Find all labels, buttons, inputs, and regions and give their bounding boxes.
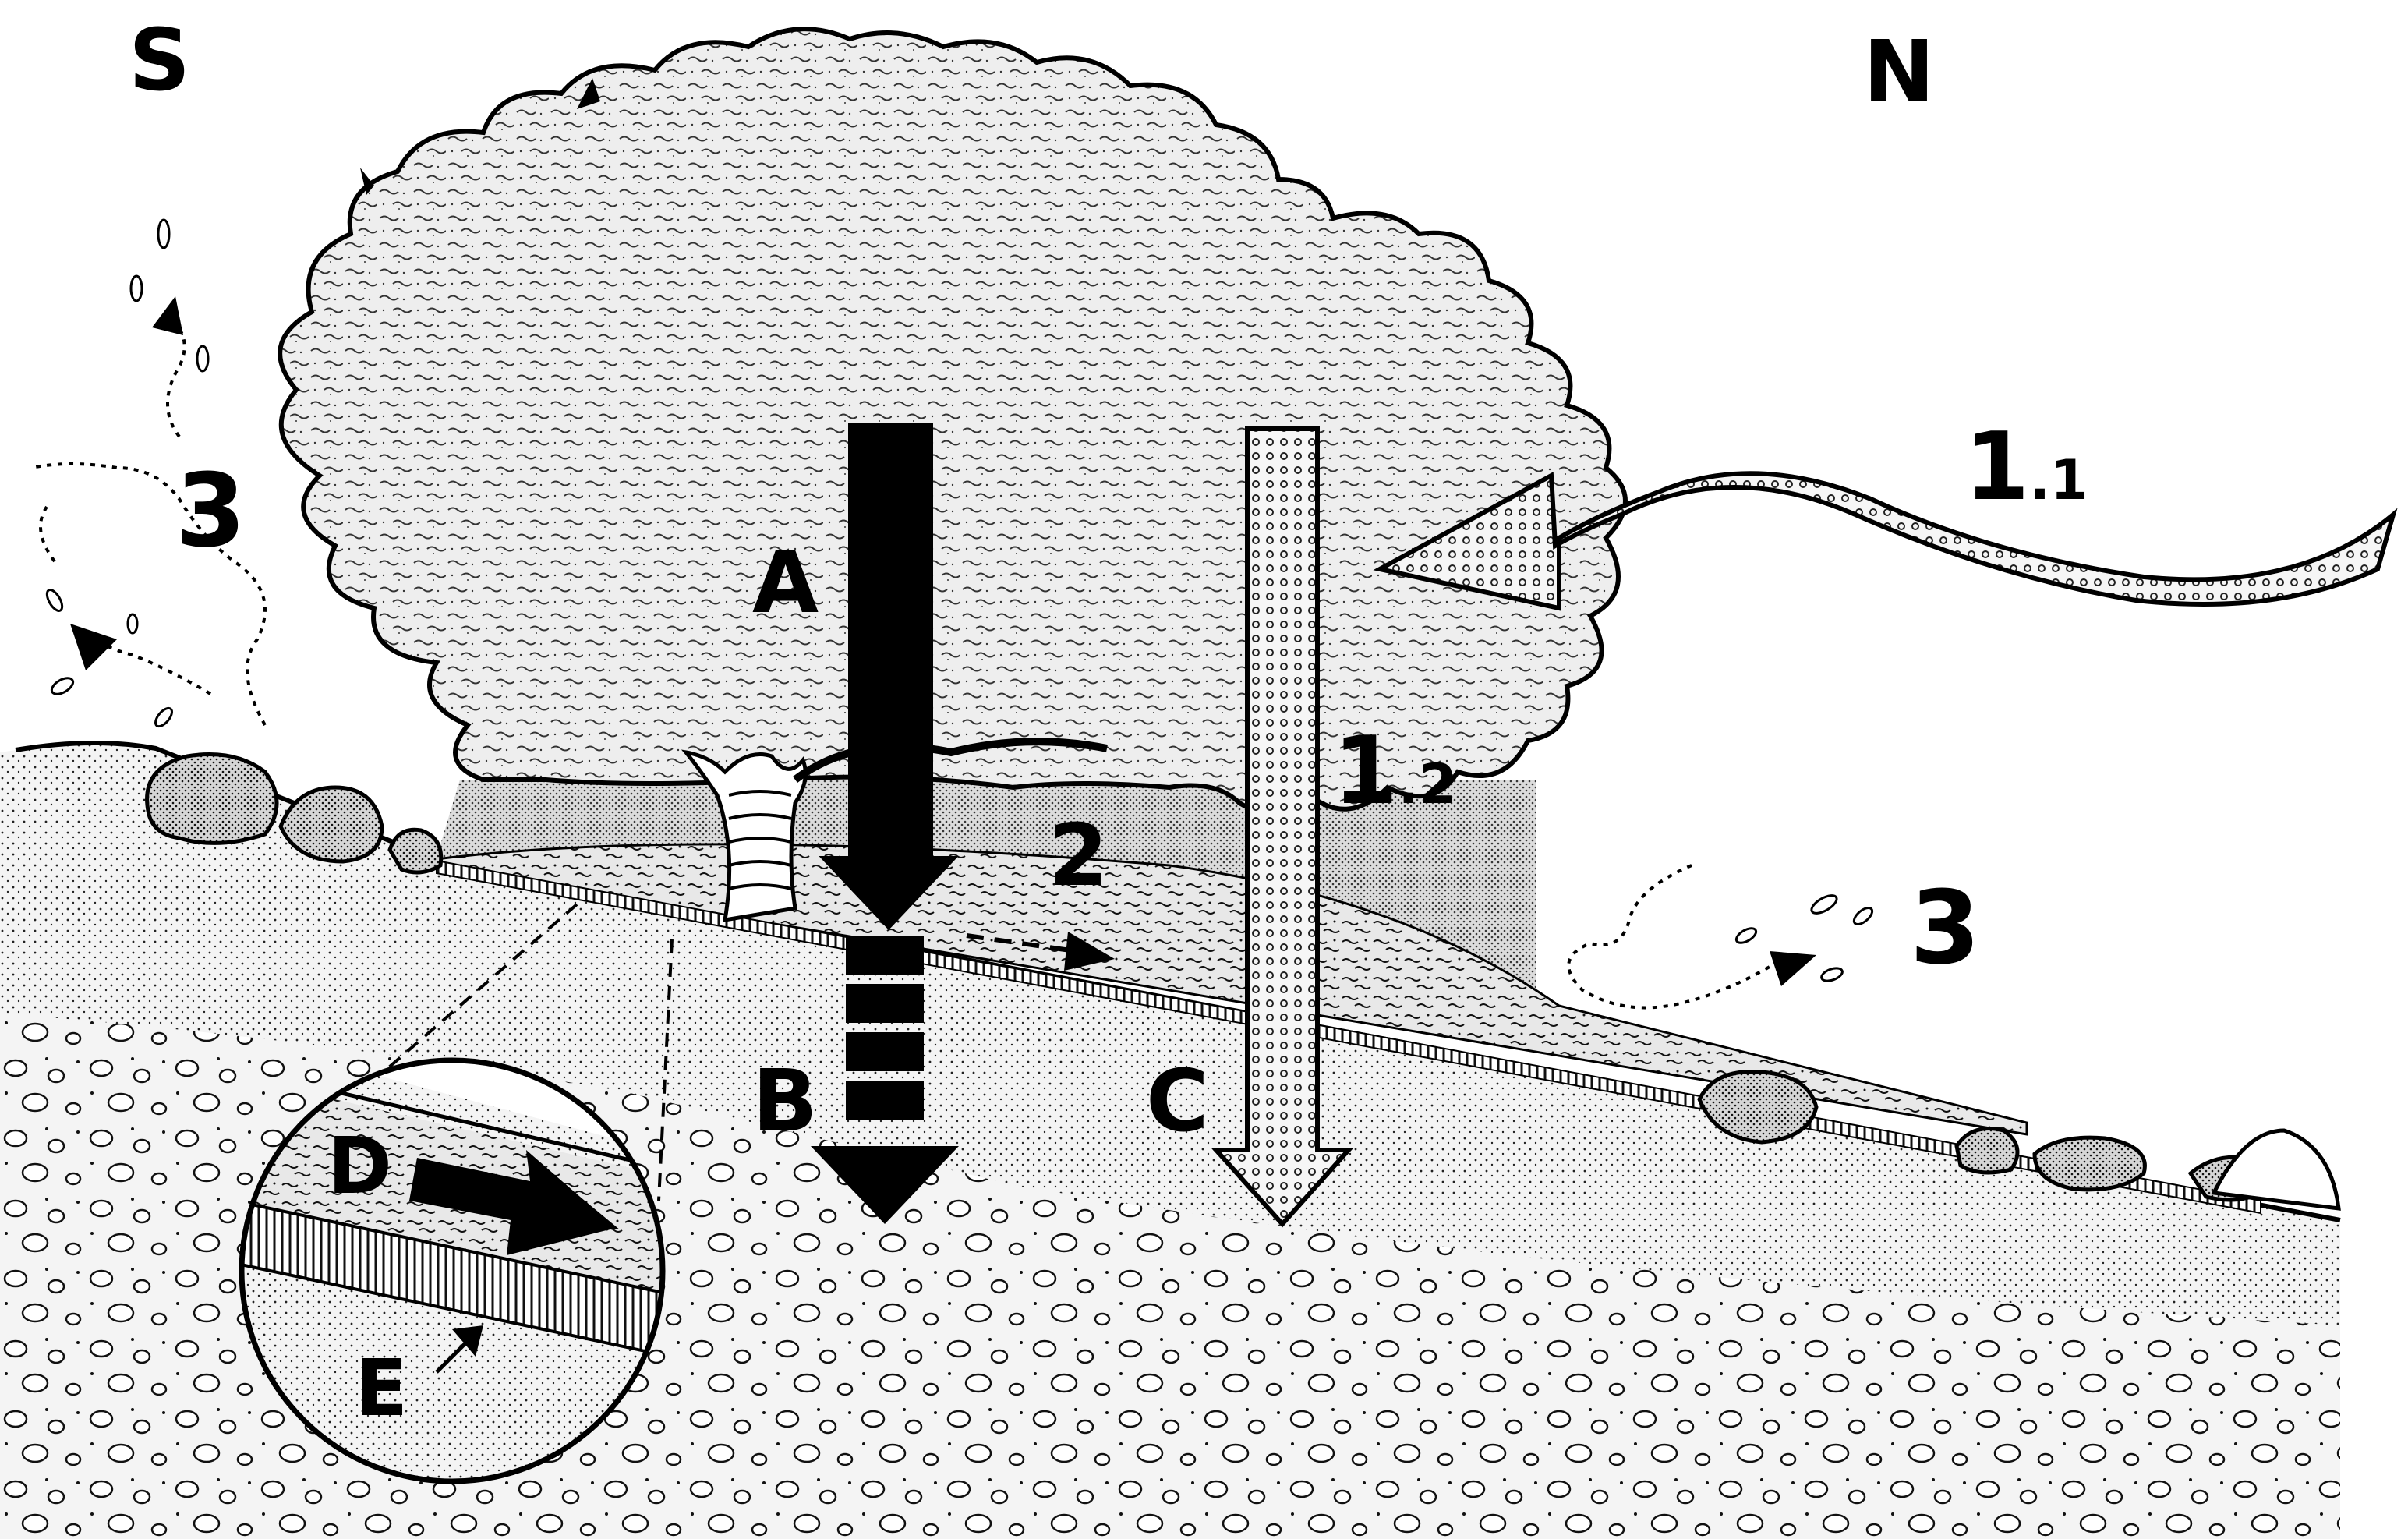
litter-layer [435,843,2028,1136]
label-3-left: 3 [175,451,246,570]
tree-canopy [278,27,1628,815]
north-label: N [1863,22,1935,122]
label-2: 2 [1048,805,1109,905]
label-1-1: 1.1 [1964,413,2088,522]
arrow-d [409,1150,616,1255]
label-1-2-sub: .2 [1398,752,1457,816]
south-label: S [129,10,190,110]
label-a: A [752,532,819,632]
arrow-c [1211,426,1354,1228]
dispersal-right [1567,864,1770,1010]
arrow-a [819,423,959,930]
label-3-right: 3 [1910,869,1980,987]
label-1-2: 1.2 [1333,717,1457,826]
inset-magnifier [239,903,674,1484]
label-1-1-main: 1 [1964,413,2030,522]
label-c: C [1146,1051,1209,1151]
label-1-1-sub: .1 [2030,448,2088,512]
tree-trunk [681,738,1108,923]
label-b: B [752,1051,818,1151]
arrow-b [811,936,959,1224]
arrow-e [435,1325,483,1374]
label-e: E [355,1343,408,1434]
rocks [145,752,2341,1211]
arrow-lateral [966,932,1115,971]
label-1-2-main: 1 [1333,717,1398,826]
label-d: D [327,1120,392,1212]
arrow-wind-in [1373,471,2398,611]
